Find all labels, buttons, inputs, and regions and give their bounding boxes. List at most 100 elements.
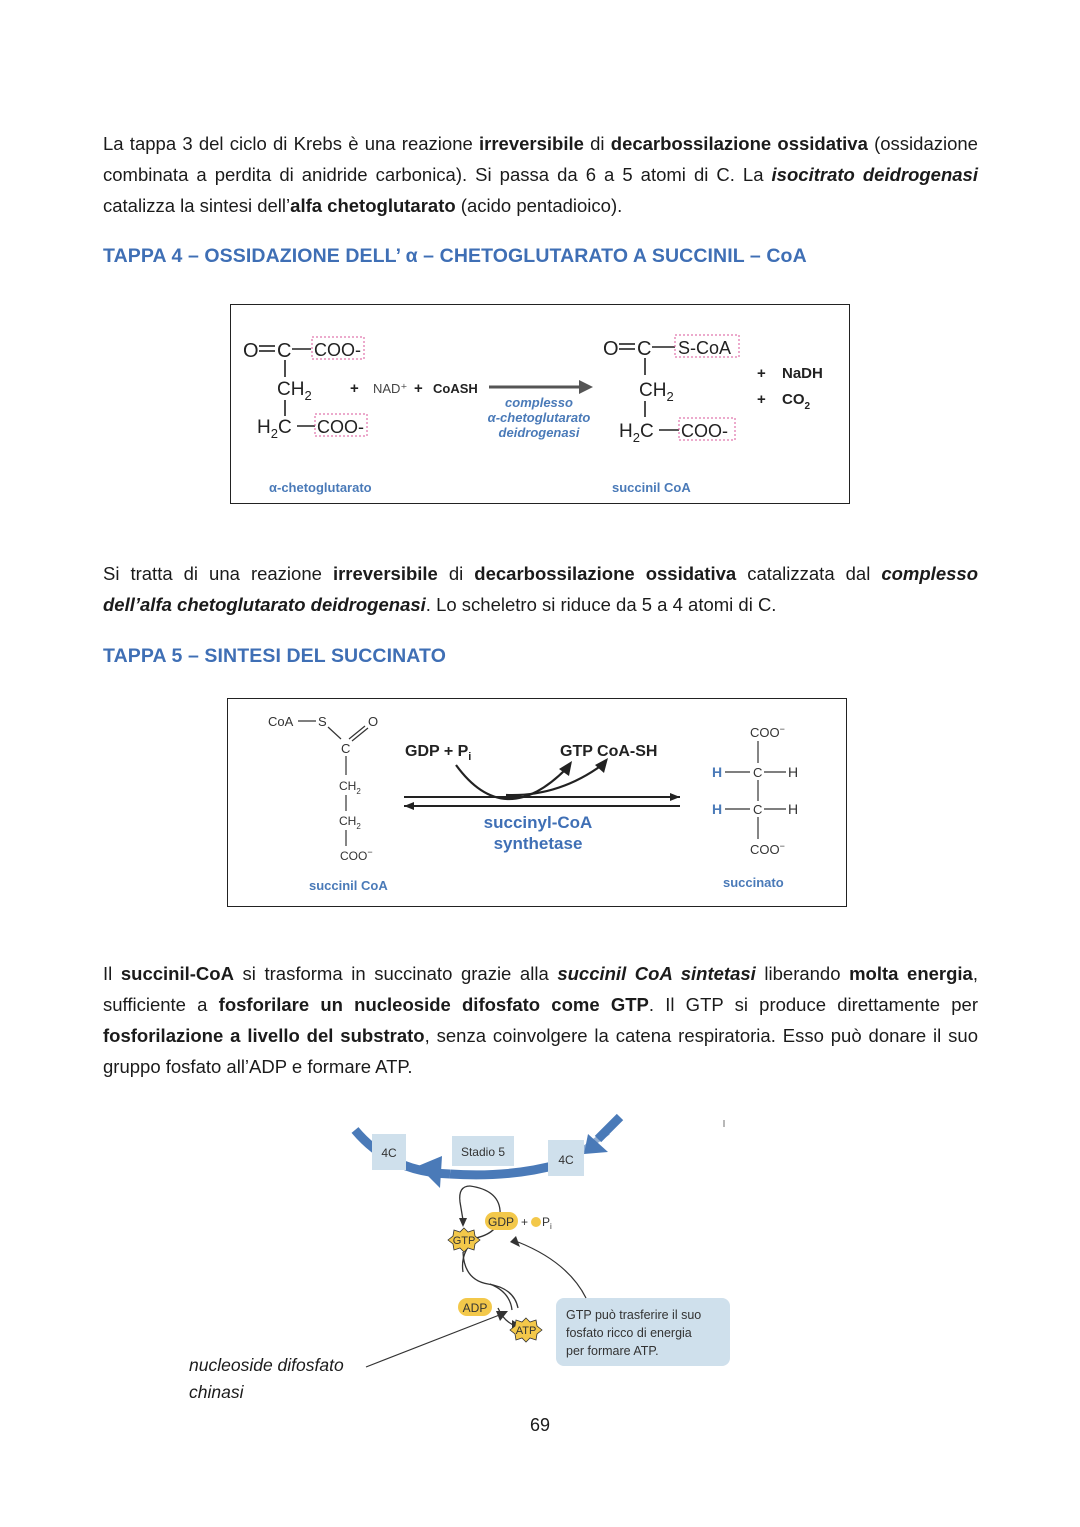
figure-alpha-ketoglutarate-reaction: O C COO- CH2 H2C COO- + NAD⁺ + CoASH com… bbox=[230, 304, 850, 504]
bold-run: alfa chetoglutarato bbox=[290, 195, 456, 216]
reaction-diagram-1: O C COO- CH2 H2C COO- + NAD⁺ + CoASH com… bbox=[243, 334, 823, 495]
text-run: di bbox=[583, 133, 611, 154]
annotation-arrow bbox=[365, 1311, 508, 1368]
nadh: NaDH bbox=[782, 365, 823, 382]
paragraph-tappa4: Si tratta di una reazione irreversibile … bbox=[103, 558, 978, 620]
gtp-starburst-icon bbox=[447, 1227, 481, 1253]
box-4c-left bbox=[372, 1134, 406, 1170]
heading-tappa5: TAPPA 5 – SINTESI DEL SUCCINATO bbox=[103, 645, 446, 667]
note-line: fosfato ricco di energia bbox=[566, 1326, 692, 1340]
atp-starburst-icon bbox=[509, 1317, 543, 1343]
label-succinyl-coa: succinil CoA bbox=[309, 878, 388, 893]
label-gtp: GTP bbox=[453, 1235, 476, 1247]
bold-italic-run: complesso dell’alfa chetoglutarato deidr… bbox=[103, 563, 978, 615]
carbon: C bbox=[753, 765, 762, 780]
bold-italic-run: isocitrato deidrogenasi bbox=[771, 164, 978, 185]
note-line: per formare ATP. bbox=[566, 1344, 659, 1358]
methylene: CH2 bbox=[277, 379, 312, 403]
reaction-diagram-2: CoA S O C CH2 CH2 COO− succinil CoA GDP … bbox=[268, 714, 798, 893]
coash: CoASH bbox=[433, 381, 478, 396]
carboxyl-group: COO- bbox=[681, 421, 728, 441]
text-run: La tappa 3 del ciclo di Krebs è una reaz… bbox=[103, 133, 479, 154]
label-adp: ADP bbox=[463, 1301, 488, 1315]
enzyme-label: deidrogenasi bbox=[499, 425, 580, 440]
bold-italic-run: succinil CoA sintetasi bbox=[557, 963, 756, 984]
label-succinyl-coa: succinil CoA bbox=[612, 480, 691, 495]
text-run: , sufficiente a bbox=[103, 963, 978, 1015]
paragraph-tappa3: La tappa 3 del ciclo di Krebs è una reaz… bbox=[103, 128, 978, 221]
plus-sign: + bbox=[414, 380, 423, 397]
label-4c: 4C bbox=[381, 1146, 397, 1160]
annotation-kinase: nucleoside difosfato chinasi bbox=[189, 1352, 344, 1406]
coa-group: CoA bbox=[268, 714, 294, 729]
methylene: CH2 bbox=[339, 779, 361, 796]
carboxylate: COO− bbox=[750, 724, 785, 740]
bold-run: fosforilazione a livello del substrato bbox=[103, 1025, 425, 1046]
label-stadio5: Stadio 5 bbox=[461, 1145, 505, 1159]
gdp-badge bbox=[485, 1212, 518, 1230]
text-run: . Lo scheletro si riduce da 5 a 4 atomi … bbox=[425, 594, 777, 615]
adp-badge bbox=[458, 1298, 492, 1316]
label-succinate: succinato bbox=[723, 875, 784, 890]
atom-c: C bbox=[637, 338, 651, 360]
methylene-h2c: H2C bbox=[257, 417, 292, 441]
thioester-group: S-CoA bbox=[678, 338, 731, 358]
sulfur: S bbox=[318, 714, 327, 729]
note-line: GTP può trasferire il suo bbox=[566, 1308, 701, 1322]
bold-run: fosforilare un nucleoside difosfato come… bbox=[218, 994, 649, 1015]
co2: CO2 bbox=[782, 391, 811, 412]
enzyme-label: succinyl-CoA bbox=[484, 813, 593, 832]
enzyme-label: α-chetoglutarato bbox=[488, 410, 591, 425]
hydrogen: H bbox=[712, 764, 722, 780]
gtp-coash: GTP CoA-SH bbox=[560, 743, 657, 760]
page-number: 69 bbox=[529, 1415, 551, 1435]
note-box bbox=[556, 1298, 730, 1366]
text-run: (acido pentadioico). bbox=[455, 195, 623, 216]
hydrogen: H bbox=[712, 801, 722, 817]
plus-sign: + bbox=[757, 365, 766, 382]
label-pi: Pi bbox=[542, 1215, 552, 1231]
label-gdp: GDP bbox=[488, 1215, 514, 1229]
bold-run: decarbossilazione ossidativa bbox=[474, 563, 737, 584]
enzyme-label: complesso bbox=[505, 395, 573, 410]
plus: + bbox=[521, 1215, 528, 1229]
methylene: CH2 bbox=[339, 814, 361, 831]
carboxylate: COO− bbox=[750, 841, 785, 857]
gdp-pi: GDP + Pi bbox=[405, 743, 471, 763]
carboxylate: COO− bbox=[340, 847, 373, 863]
text-run: , senza coinvolgere la catena respirator… bbox=[103, 1025, 978, 1077]
bold-run: decarbossilazione ossidativa bbox=[610, 133, 868, 154]
text-run: (ossidazione combinata a perdita di anid… bbox=[103, 133, 978, 185]
figure-succinyl-coa-synthetase: CoA S O C CH2 CH2 COO− succinil CoA GDP … bbox=[227, 698, 847, 907]
text-run: Il bbox=[103, 963, 121, 984]
figure-stadio5-diagram: 4C Stadio 5 4C GDP + Pi GTP ADP ATP GTP … bbox=[351, 1113, 730, 1366]
text-run: catalizza la sintesi dell’ bbox=[103, 195, 291, 216]
box-4c-right bbox=[548, 1140, 584, 1176]
plus-sign: + bbox=[757, 391, 766, 408]
bold-run: molta energia bbox=[849, 963, 973, 984]
atom-o: O bbox=[603, 338, 619, 360]
bold-run: succinil-CoA bbox=[120, 963, 234, 984]
label-alpha-ketoglutarate: α-chetoglutarato bbox=[269, 480, 372, 495]
bold-run: irreversibile bbox=[332, 563, 438, 584]
bold-run: irreversibile bbox=[479, 133, 584, 154]
text-run: . Il GTP si produce direttamente per bbox=[648, 994, 978, 1015]
heading-tappa4: TAPPA 4 – OSSIDAZIONE DELL’ α – CHETOGLU… bbox=[103, 245, 807, 267]
carbon: C bbox=[341, 741, 350, 756]
hydrogen: H bbox=[788, 764, 798, 780]
label-4c: 4C bbox=[558, 1153, 574, 1167]
annotation-line: chinasi bbox=[189, 1382, 244, 1402]
nad-plus: NAD⁺ bbox=[373, 381, 407, 396]
carbon: C bbox=[753, 802, 762, 817]
text-run: si trasforma in succinato grazie alla bbox=[233, 963, 558, 984]
methylene-h2c: H2C bbox=[619, 421, 654, 445]
text-run: catalizzata dal bbox=[736, 563, 882, 584]
label-atp: ATP bbox=[516, 1325, 537, 1337]
enzyme-label: synthetase bbox=[494, 834, 583, 853]
paragraph-tappa5: Il succinil-CoA si trasforma in succinat… bbox=[103, 958, 978, 1082]
atom-c: C bbox=[277, 340, 291, 362]
text-run: liberando bbox=[755, 963, 850, 984]
text-run: di bbox=[437, 563, 475, 584]
methylene: CH2 bbox=[639, 380, 674, 404]
box-stage bbox=[452, 1136, 514, 1166]
